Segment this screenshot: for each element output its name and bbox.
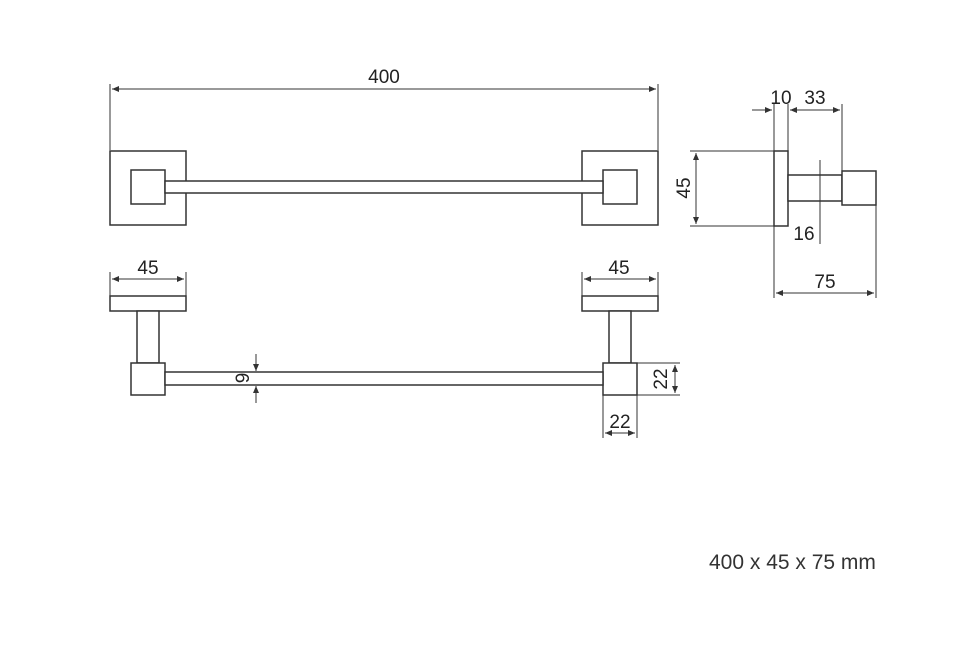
top-view: 400	[109, 67, 659, 226]
dim-plate-right-label: 45	[608, 258, 629, 279]
standoff-post-right	[608, 310, 632, 364]
side-view: 45 10 33 16 75	[674, 88, 877, 298]
post-cap-right	[602, 169, 638, 205]
dim-length-label: 400	[368, 67, 400, 88]
towel-rod-front	[164, 371, 604, 386]
dim-side-depth-label: 75	[814, 272, 835, 293]
dim-plate-thickness-label: 10	[770, 88, 791, 109]
rod-block-right	[602, 362, 638, 396]
dim-block-width-label: 22	[609, 412, 630, 433]
post-cap-left	[130, 169, 166, 205]
dim-plate-left-label: 45	[137, 258, 158, 279]
mount-plate-left	[109, 295, 187, 312]
dim-post-label: 16	[793, 224, 814, 245]
towel-rod-top	[164, 180, 604, 194]
rod-block-left	[130, 362, 166, 396]
dim-offset-label: 33	[804, 88, 825, 109]
side-wall-plate	[773, 150, 789, 227]
front-view: 45 45 9 22 22	[109, 258, 680, 438]
side-post	[787, 174, 843, 202]
dim-rod-label: 9	[233, 373, 254, 384]
size-caption: 400 x 45 x 75 mm	[709, 551, 876, 574]
mount-plate-right	[581, 295, 659, 312]
side-rod-block	[841, 170, 877, 206]
standoff-post-left	[136, 310, 160, 364]
dim-side-height-label: 45	[674, 177, 695, 198]
dim-block-height-label: 22	[651, 368, 672, 389]
